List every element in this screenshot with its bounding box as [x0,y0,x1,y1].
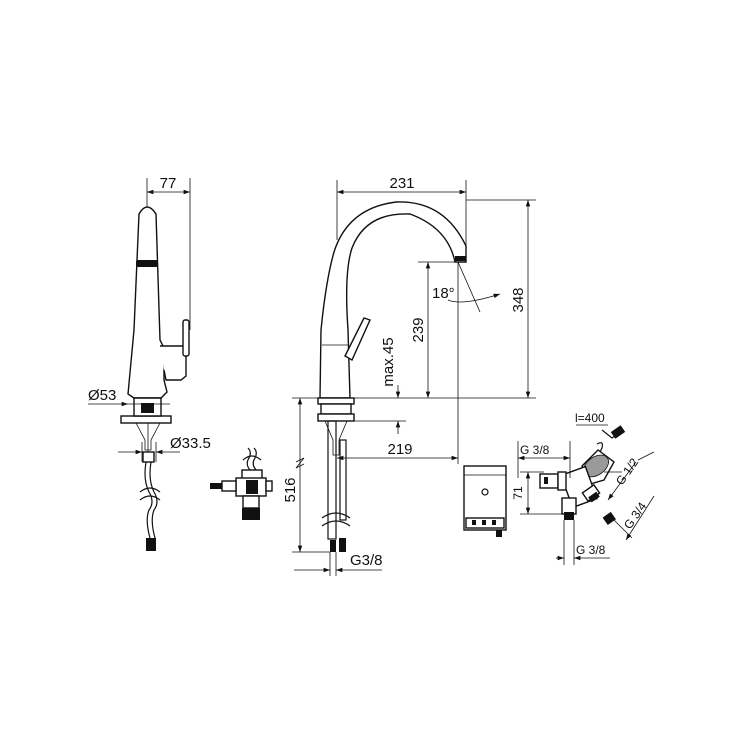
spout-reach-label: 231 [389,175,414,192]
base-diameter-label: Ø53 [88,387,116,404]
hose-length-label: 516 [282,477,299,502]
thread-top-label: G 3/8 [520,443,550,457]
thread-label: G3/8 [350,552,383,569]
total-height-label: 348 [510,287,527,312]
thread-bottom-label: G 3/8 [576,543,606,557]
projection-label: 219 [387,441,412,458]
deck-thickness-label: max.45 [380,337,397,386]
valve-detail [210,447,273,520]
cable-length-label: l=400 [575,411,605,425]
angle-label: 18° [432,285,455,302]
connection-detail: l=400 G 3/8 71 G 1/2 [511,411,655,565]
angle-arc [447,293,501,303]
hole-diameter-label: Ø33.5 [170,435,211,452]
width-dimension-label: 77 [160,175,177,192]
front-view-faucet: 231 348 239 max.45 [282,175,536,576]
thread-three-quarter-label: G 3/4 [621,499,649,531]
connection-height-label: 71 [511,486,525,500]
side-view-faucet: 77 Ø53 Ø33.5 [88,175,211,551]
control-box [463,465,507,537]
thread-half-label: G 1/2 [613,455,641,487]
spout-height-label: 239 [410,317,427,342]
